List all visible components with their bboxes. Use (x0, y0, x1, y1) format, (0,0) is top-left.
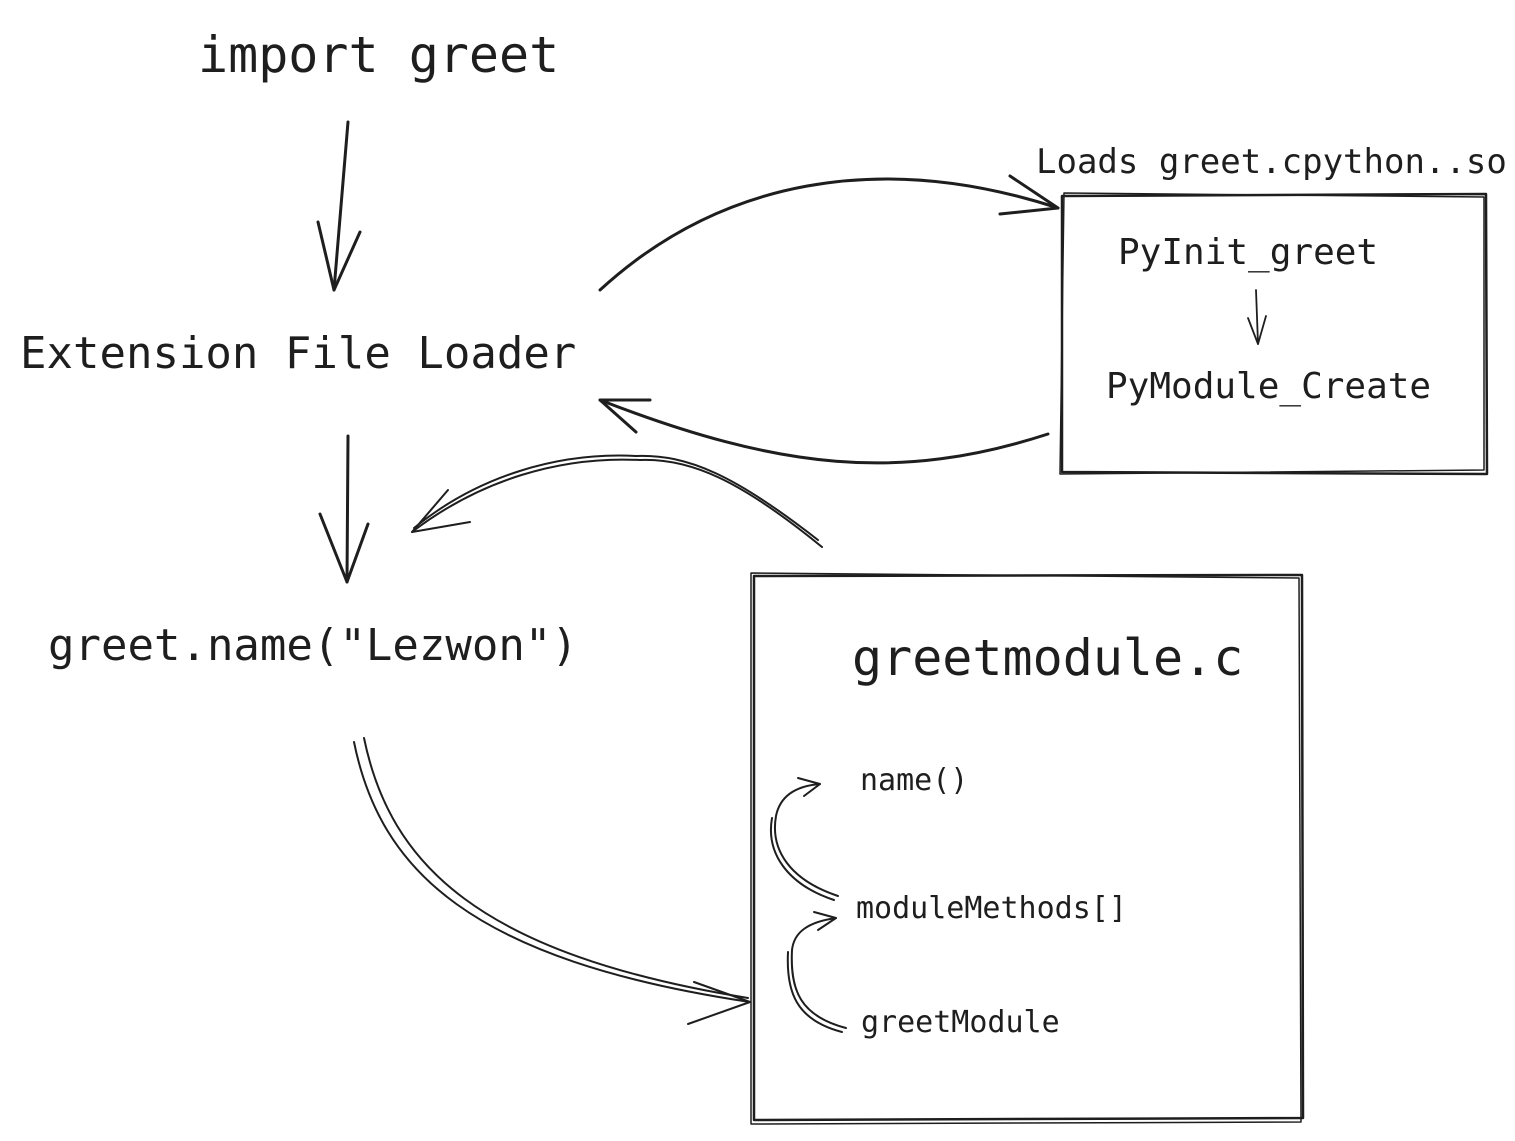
pymodule-create-label: PyModule_Create (1106, 366, 1431, 407)
greetmodule-c-box (750, 572, 1305, 1125)
arrow-call-to-greetmodule (353, 737, 751, 1025)
so-file-box (1059, 192, 1489, 476)
greet-module-label: greetModule (861, 1005, 1060, 1040)
arrow-methods-to-name (770, 777, 839, 901)
arrow-loader-to-call (318, 434, 370, 584)
greet-name-call-label: greet.name("Lezwon") (48, 620, 578, 671)
extension-file-loader-label: Extension File Loader (20, 328, 576, 379)
arrow-greetmodule-to-methods (786, 911, 847, 1033)
arrow-module-to-call (411, 454, 823, 548)
import-greet-label: import greet (198, 26, 559, 84)
name-function-label: name() (860, 763, 968, 798)
greetmodule-c-label: greetmodule.c (852, 629, 1243, 687)
loads-so-caption: Loads greet.cpython..so (1036, 142, 1507, 182)
arrow-import-to-loader (316, 120, 362, 292)
arrow-loader-to-so (598, 174, 1060, 292)
pyinit-greet-label: PyInit_greet (1118, 232, 1378, 273)
arrow-pyinit-to-pymodule (1247, 289, 1267, 345)
module-methods-label: moduleMethods[] (856, 891, 1127, 926)
arrow-so-to-loader (598, 398, 1050, 465)
